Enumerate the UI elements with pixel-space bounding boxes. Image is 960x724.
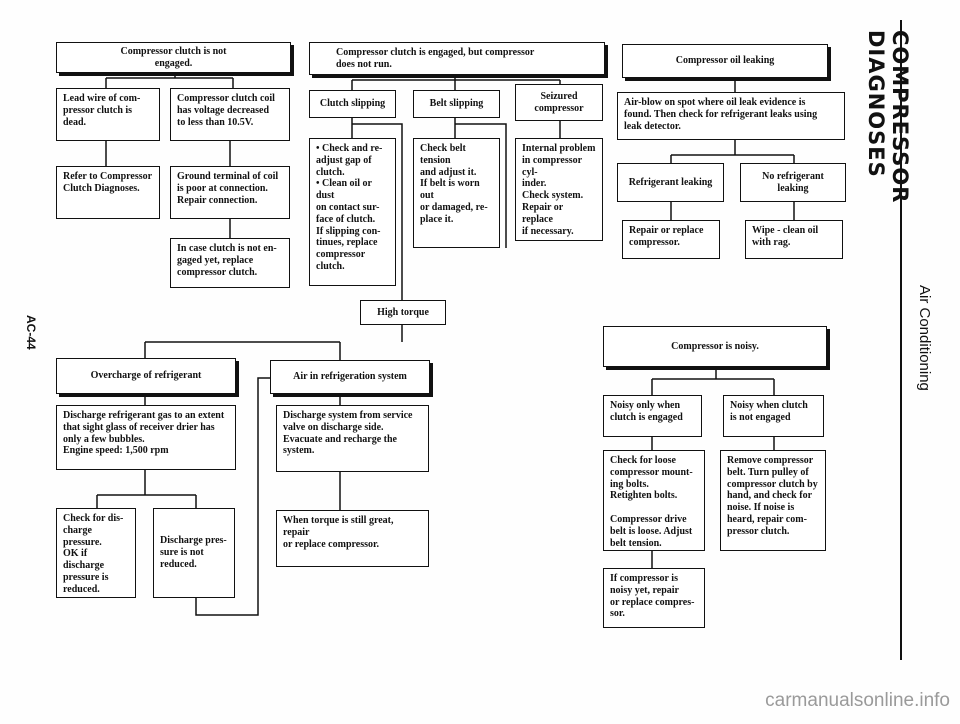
box-text: Air in refrigeration system — [293, 371, 407, 383]
box-text: Belt slipping — [429, 98, 484, 110]
flow-box-wipe-clean-oil: Wipe - clean oil with rag. — [745, 220, 843, 259]
box-text: Compressor clutch coil has voltage decre… — [177, 93, 275, 128]
box-text: If compressor is noisy yet, repair or re… — [610, 573, 695, 620]
box-text: High torque — [377, 306, 429, 318]
box-text: Compressor clutch is not engaged. — [120, 45, 227, 69]
box-text: Seizured compressor — [534, 90, 584, 114]
section-title: COMPRESSOR DIAGNOSES — [864, 30, 912, 204]
box-text: Repair or replace compressor. — [629, 225, 704, 248]
flow-box-clutch-slipping: Clutch slipping — [309, 90, 396, 118]
flow-box-remove-compressor-belt: Remove compressor belt. Turn pulley of c… — [720, 450, 826, 551]
box-text: Refrigerant leaking — [628, 176, 713, 188]
flow-box-noisy-clutch-engaged: Noisy only when clutch is engaged — [603, 395, 702, 437]
flow-box-seized-compressor: Seizured compressor — [515, 84, 603, 121]
flow-box-refrigerant-leaking: Refrigerant leaking — [617, 163, 724, 202]
flow-box-clutch-not-engaged: Compressor clutch is not engaged. — [56, 42, 291, 73]
flow-box-compressor-noisy: Compressor is noisy. — [603, 326, 827, 367]
chapter-title: Air Conditioning — [916, 285, 933, 391]
box-text: Discharge refrigerant gas to an extent t… — [63, 410, 225, 457]
box-text: Noisy when clutch is not engaged — [730, 400, 808, 423]
box-text: Clutch slipping — [319, 98, 386, 110]
box-text: No refrigerant leaking — [762, 170, 824, 194]
box-text: Compressor clutch is engaged, but compre… — [336, 47, 535, 70]
box-text: Wipe - clean oil with rag. — [752, 225, 819, 248]
page-edge-rule — [900, 20, 902, 660]
box-text: When torque is still great, repair or re… — [283, 515, 394, 550]
box-text: Discharge pres- sure is not reduced. — [160, 535, 227, 570]
flow-box-check-discharge-pressure: Check for dis- charge pressure. OK if di… — [56, 508, 136, 598]
box-text: • Check and re- adjust gap of clutch. • … — [316, 143, 383, 272]
flow-box-repair-replace-compressor: Repair or replace compressor. — [622, 220, 720, 259]
flow-box-discharge-refrigerant-gas: Discharge refrigerant gas to an extent t… — [56, 405, 236, 470]
box-text: Overcharge of refrigerant — [90, 370, 202, 382]
box-text: Discharge system from service valve on d… — [283, 410, 413, 457]
watermark: carmanualsonline.info — [765, 690, 950, 711]
flow-box-check-mounting-bolts: Check for loose compressor mount- ing bo… — [603, 450, 705, 551]
box-text: Internal problem in compressor cyl- inde… — [522, 143, 596, 237]
box-text: Air-blow on spot where oil leak evidence… — [624, 97, 818, 132]
box-text: Remove compressor belt. Turn pulley of c… — [727, 455, 818, 537]
flow-box-refer-clutch-diagnoses: Refer to Compressor Clutch Diagnoses. — [56, 166, 160, 219]
flow-box-still-noisy-replace: If compressor is noisy yet, repair or re… — [603, 568, 705, 628]
flow-box-no-refrigerant-leaking: No refrigerant leaking — [740, 163, 846, 202]
box-text: Lead wire of com- pressor clutch is dead… — [63, 93, 141, 128]
flow-box-internal-problem: Internal problem in compressor cyl- inde… — [515, 138, 603, 241]
flow-box-noisy-clutch-not-engaged: Noisy when clutch is not engaged — [723, 395, 824, 437]
flow-box-air-in-system: Air in refrigeration system — [270, 360, 430, 394]
flow-box-replace-clutch: In case clutch is not en- gaged yet, rep… — [170, 238, 290, 288]
page-number: AC-44 — [24, 315, 38, 350]
flow-box-ground-terminal-poor: Ground terminal of coil is poor at conne… — [170, 166, 290, 219]
flow-box-coil-voltage-low: Compressor clutch coil has voltage decre… — [170, 88, 290, 141]
flow-box-torque-still-great: When torque is still great, repair or re… — [276, 510, 429, 567]
flow-box-oil-leaking: Compressor oil leaking — [622, 44, 828, 78]
box-text: Compressor is noisy. — [671, 340, 759, 352]
flow-box-discharge-system: Discharge system from service valve on d… — [276, 405, 429, 472]
flow-box-air-blow-leak-check: Air-blow on spot where oil leak evidence… — [617, 92, 845, 140]
box-text: Noisy only when clutch is engaged — [610, 400, 683, 423]
box-text: Check for dis- charge pressure. OK if di… — [63, 513, 124, 595]
flow-box-pressure-not-reduced: Discharge pres- sure is not reduced. — [153, 508, 235, 598]
box-text: Check for loose compressor mount- ing bo… — [610, 455, 693, 549]
flow-box-high-torque: High torque — [360, 300, 446, 325]
flow-box-engaged-not-run: Compressor clutch is engaged, but compre… — [309, 42, 605, 75]
flow-box-clutch-gap-check: • Check and re- adjust gap of clutch. • … — [309, 138, 396, 286]
flow-box-belt-tension-check: Check belt tension and adjust it. If bel… — [413, 138, 500, 248]
box-text: Check belt tension and adjust it. If bel… — [420, 143, 488, 225]
box-text: Compressor oil leaking — [675, 55, 775, 67]
flow-box-overcharge-refrigerant: Overcharge of refrigerant — [56, 358, 236, 394]
box-text: In case clutch is not en- gaged yet, rep… — [177, 243, 277, 278]
box-text: Refer to Compressor Clutch Diagnoses. — [63, 171, 153, 194]
box-text: Ground terminal of coil is poor at conne… — [177, 171, 279, 206]
flow-box-lead-wire-dead: Lead wire of com- pressor clutch is dead… — [56, 88, 160, 141]
flow-box-belt-slipping: Belt slipping — [413, 90, 500, 118]
